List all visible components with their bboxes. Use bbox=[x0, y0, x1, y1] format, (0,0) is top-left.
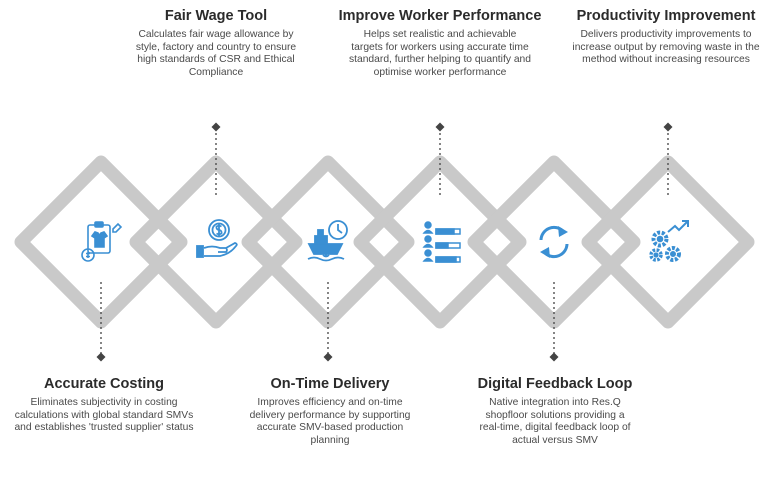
on-time-delivery-title: On-Time Delivery bbox=[270, 376, 390, 392]
worker-performance-connector-dot bbox=[435, 122, 445, 132]
diamond-6 bbox=[581, 155, 755, 329]
accurate-costing-block: Accurate Costing Eliminates subjectivity… bbox=[14, 376, 194, 435]
refresh-loop-icon bbox=[539, 225, 569, 259]
productivity-improvement-desc: Delivers productivity improvements to in… bbox=[572, 29, 760, 66]
accurate-costing-connector-dot bbox=[96, 352, 106, 362]
on-time-delivery-block: On-Time Delivery Improves efficiency and… bbox=[235, 376, 425, 447]
worker-bars-icon bbox=[422, 221, 461, 263]
fair-wage-tool-desc: Calculates fair wage allowance by style,… bbox=[135, 29, 297, 78]
feedback-loop-connector-dot bbox=[549, 352, 559, 362]
diamond-4 bbox=[353, 155, 527, 329]
productivity-improvement-title: Productivity Improvement bbox=[576, 8, 756, 24]
diamond-2 bbox=[129, 155, 303, 329]
digital-feedback-loop-title: Digital Feedback Loop bbox=[477, 376, 633, 392]
fair-wage-connector-dot bbox=[211, 122, 221, 132]
accurate-costing-title: Accurate Costing bbox=[43, 376, 165, 392]
on-time-delivery-connector-dot bbox=[323, 352, 333, 362]
clipboard-costing-icon bbox=[81, 221, 123, 262]
fair-wage-tool-block: Fair Wage Tool Calculates fair wage allo… bbox=[121, 8, 311, 79]
gears-growth-icon bbox=[649, 220, 689, 262]
improve-worker-performance-block: Improve Worker Performance Helps set rea… bbox=[330, 8, 550, 79]
productivity-improvement-block: Productivity Improvement Delivers produc… bbox=[564, 8, 768, 67]
ship-clock-icon bbox=[307, 220, 348, 262]
digital-feedback-loop-block: Digital Feedback Loop Native integration… bbox=[460, 376, 650, 447]
productivity-connector-dot bbox=[663, 122, 673, 132]
hand-coin-icon bbox=[196, 219, 238, 258]
on-time-delivery-desc: Improves efficiency and on-time delivery… bbox=[249, 397, 411, 446]
improve-worker-performance-title: Improve Worker Performance bbox=[338, 8, 542, 24]
accurate-costing-desc: Eliminates subjectivity in costing calcu… bbox=[14, 397, 194, 434]
improve-worker-performance-desc: Helps set realistic and achievable targe… bbox=[348, 29, 532, 78]
fair-wage-tool-title: Fair Wage Tool bbox=[164, 8, 268, 24]
digital-feedback-loop-desc: Native integration into Res.Q shopfloor … bbox=[479, 397, 631, 446]
